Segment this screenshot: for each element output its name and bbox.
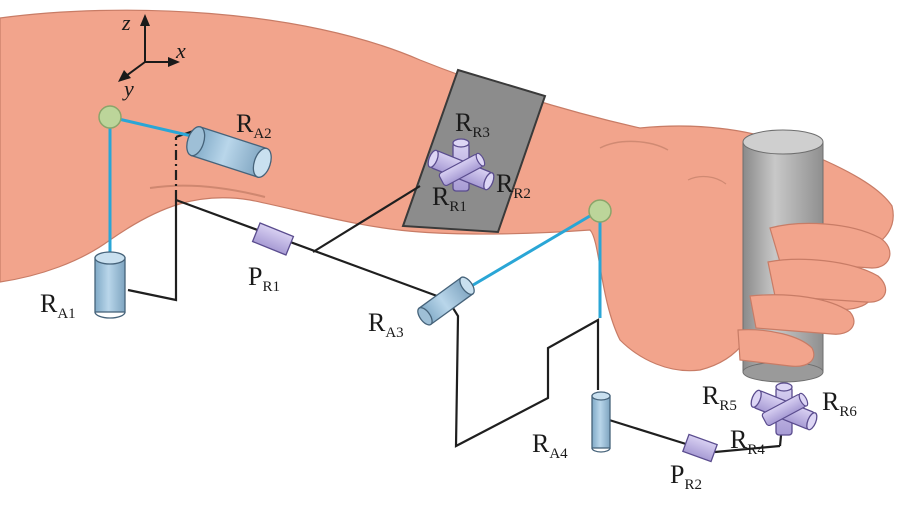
label-ra4: RA4 xyxy=(532,429,568,462)
joint-ra2 xyxy=(186,126,272,178)
label-rr4: RR4 xyxy=(730,425,765,458)
label-rr6: RR6 xyxy=(822,387,857,420)
label-pr1: PR1 xyxy=(248,262,280,295)
shoulder-center-point xyxy=(98,105,122,129)
axis-y-label: y xyxy=(122,76,134,101)
label-ra2: RA2 xyxy=(236,109,272,142)
mechanism-links xyxy=(127,126,784,454)
wrist-center-links xyxy=(467,208,602,318)
joint-ra3 xyxy=(417,276,475,326)
shoulder-center-links xyxy=(108,115,197,255)
label-rr5: RR5 xyxy=(702,381,737,414)
joint-pr1 xyxy=(251,222,295,256)
forearm-cuff xyxy=(401,68,547,234)
joint-ra4 xyxy=(591,391,611,453)
label-pr2: PR2 xyxy=(670,460,702,493)
joint-ra1 xyxy=(94,251,126,319)
axis-x-label: x xyxy=(175,38,186,63)
spherical-joint-forearm xyxy=(427,138,495,192)
label-ra1: RA1 xyxy=(40,289,76,322)
label-rr1: RR1 xyxy=(432,182,467,215)
label-rr2: RR2 xyxy=(496,169,531,202)
coordinate-axes: z x y xyxy=(118,10,186,101)
spherical-joint-hand xyxy=(750,382,818,436)
label-ra3: RA3 xyxy=(368,308,404,341)
label-rr3: RR3 xyxy=(455,108,490,141)
wrist-center-point xyxy=(588,199,612,223)
axis-z-label: z xyxy=(121,10,131,35)
joint-pr2 xyxy=(681,433,719,463)
fingers xyxy=(737,222,891,367)
